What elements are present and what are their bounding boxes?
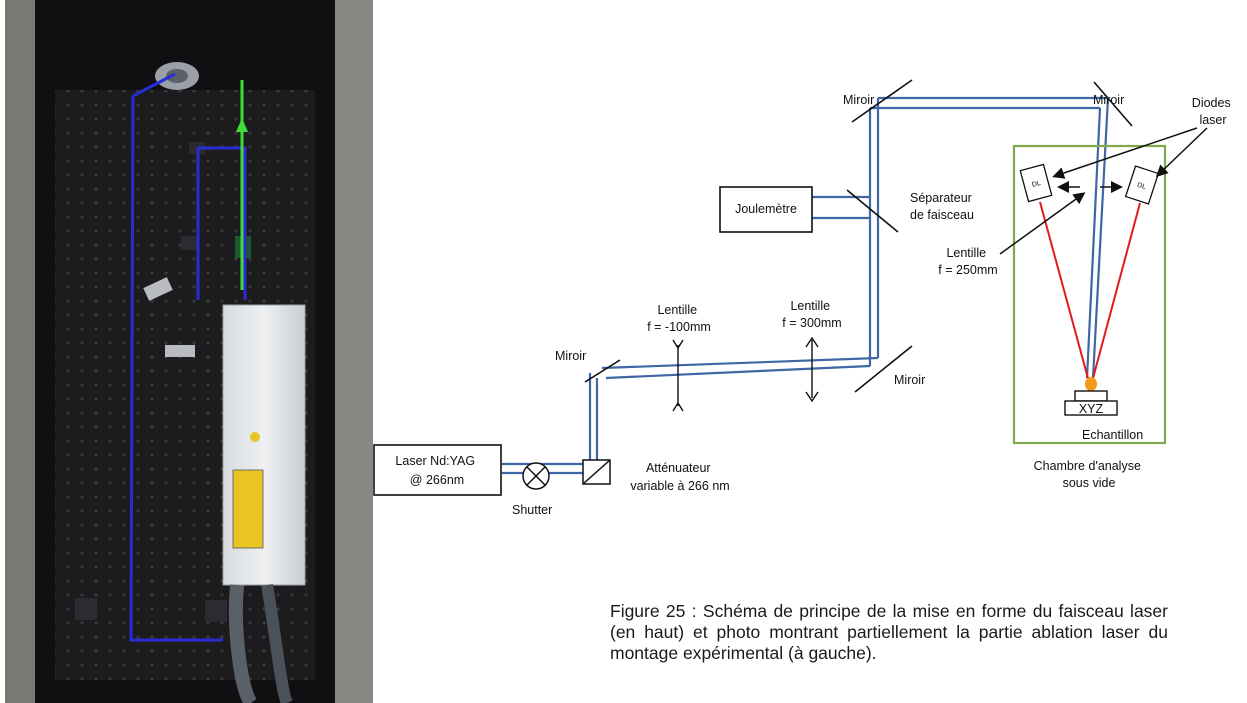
diode-beams xyxy=(1039,201,1141,383)
diode-laser-left: DL xyxy=(1019,163,1053,203)
laser-source-box xyxy=(373,444,502,496)
converging-lens xyxy=(805,336,819,403)
diode-laser-right: DL xyxy=(1124,165,1160,205)
miroir-bottom-right-label: Miroir xyxy=(894,373,925,387)
chambre-label: Chambre d'analyse sous vide xyxy=(1034,459,1145,490)
joulemetre-box xyxy=(719,186,813,233)
diodes-laser-label: Diodes laser xyxy=(1192,96,1234,127)
laser-source-label: Laser Nd:YAG @ 266nm xyxy=(395,454,478,487)
shutter-symbol xyxy=(522,462,550,490)
separateur-label: Séparateur de faisceau xyxy=(910,191,975,222)
ablation-spot xyxy=(1085,377,1097,391)
attenuator-label: Atténuateur variable à 266 nm xyxy=(630,461,729,493)
svg-text:DL: DL xyxy=(1031,180,1042,189)
xyz-stage xyxy=(1064,390,1118,416)
lentille-250-label: Lentille f = 250mm xyxy=(938,246,997,277)
svg-text:DL: DL xyxy=(1136,182,1147,191)
joulemetre-label: Joulemètre xyxy=(735,202,797,216)
shutter-label: Shutter xyxy=(512,503,552,517)
analysis-chamber-frame xyxy=(1012,144,1167,445)
figure-caption: Figure 25 : Schéma de principe de la mis… xyxy=(610,601,1168,663)
mirror-elements xyxy=(584,79,1133,393)
miroir-left-label: Miroir xyxy=(555,349,586,363)
lentille-neg100-label: Lentille f = -100mm xyxy=(647,303,711,334)
attenuator-cube xyxy=(582,459,611,485)
miroir-top-right-label: Miroir xyxy=(1093,93,1124,107)
xyz-label: XYZ xyxy=(1079,402,1104,416)
setup-photo xyxy=(5,0,373,703)
lentille-300-label: Lentille f = 300mm xyxy=(782,299,841,330)
echantillon-label: Echantillon xyxy=(1082,428,1143,442)
miroir-top-left-label: Miroir xyxy=(843,93,874,107)
annotation-arrows xyxy=(999,127,1208,255)
diverging-lens xyxy=(672,339,684,412)
laser-beam-path xyxy=(502,96,1110,475)
